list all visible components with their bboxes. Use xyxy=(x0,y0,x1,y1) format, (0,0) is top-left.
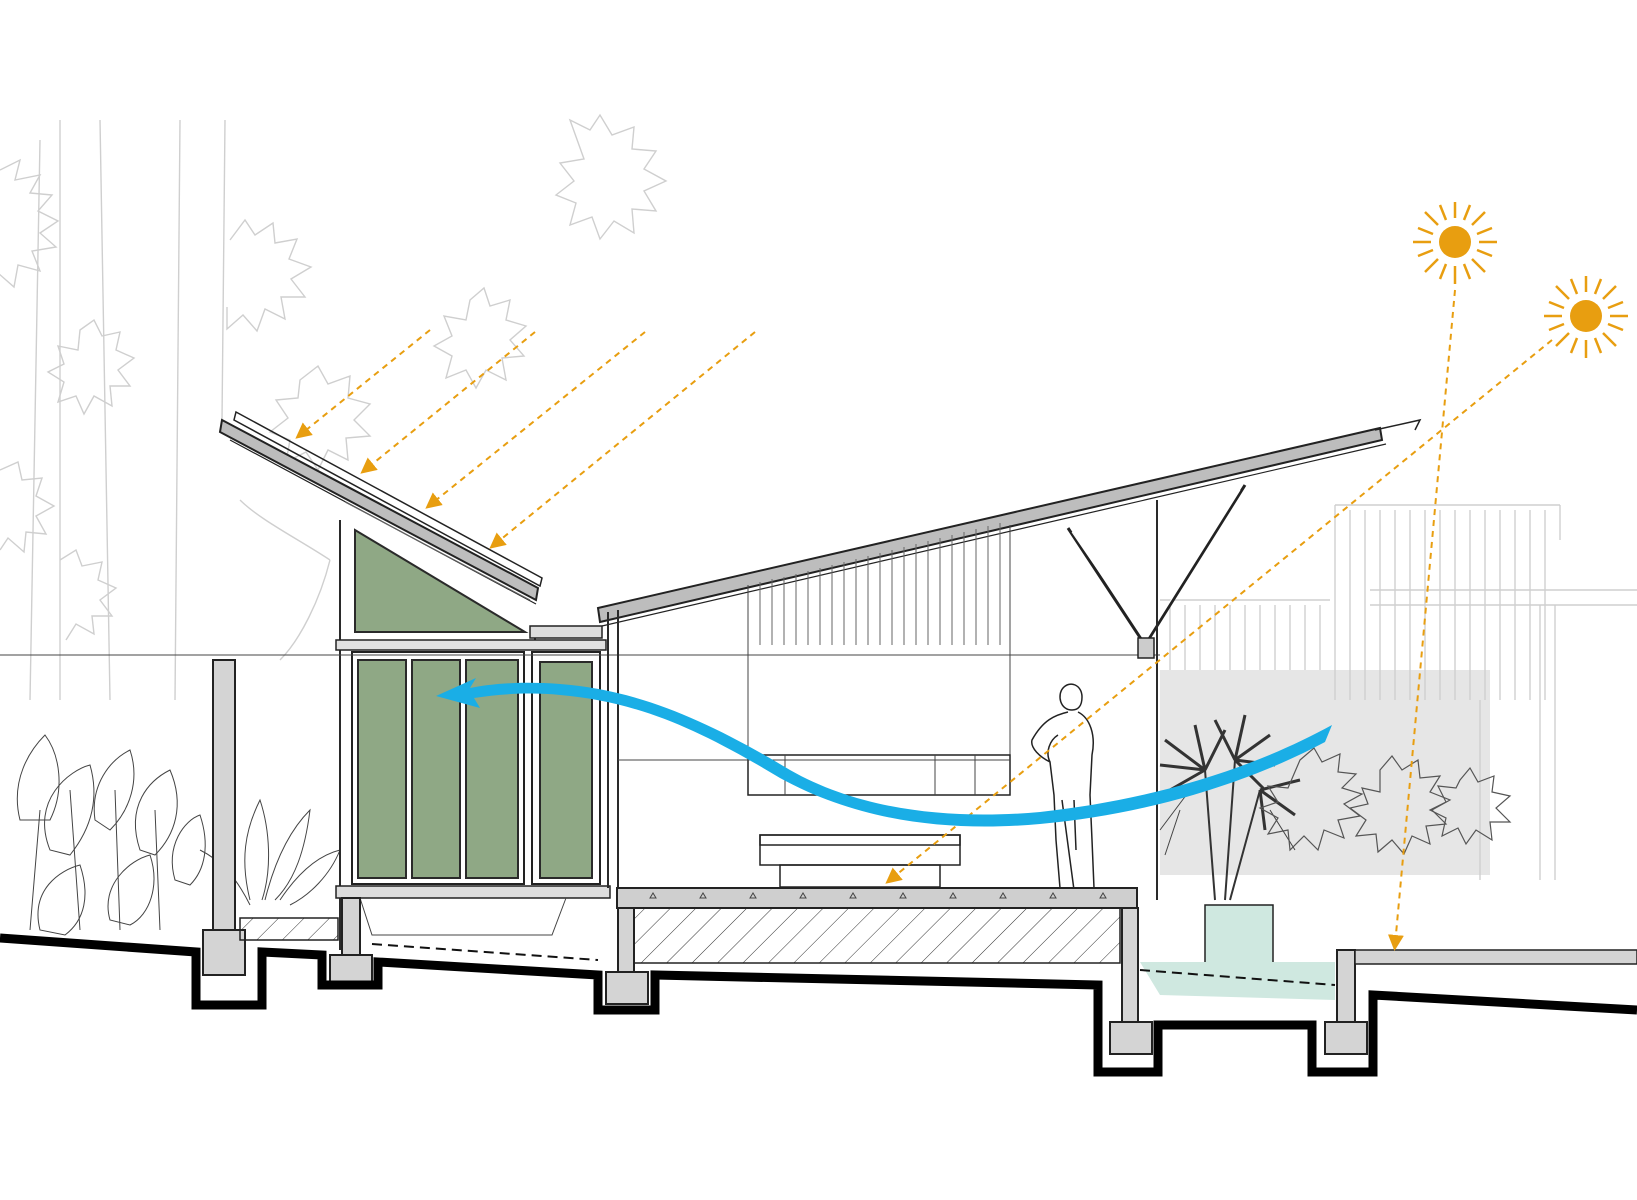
sun-icon xyxy=(1544,276,1628,358)
bench xyxy=(759,834,961,888)
plants-left xyxy=(16,734,341,936)
slatted-wall xyxy=(747,523,1011,760)
sun-icon xyxy=(1413,202,1497,284)
person-icon xyxy=(1031,683,1095,891)
water-feature xyxy=(1139,904,1637,1055)
floor-slab xyxy=(616,887,1138,909)
clerestory-glass xyxy=(354,528,529,633)
arrow-left-icon xyxy=(436,678,1332,827)
door-glass-1 xyxy=(357,659,407,879)
boundary-wall-left xyxy=(202,659,246,976)
main-pavilion xyxy=(596,418,1422,1055)
door-glass-4 xyxy=(539,661,593,879)
sun-rays xyxy=(295,289,1553,951)
ground-line xyxy=(0,933,1637,1077)
neighbor-building xyxy=(1160,504,1637,880)
left-pavilion xyxy=(218,410,611,988)
connector xyxy=(0,625,1160,656)
background-trees xyxy=(0,113,668,701)
